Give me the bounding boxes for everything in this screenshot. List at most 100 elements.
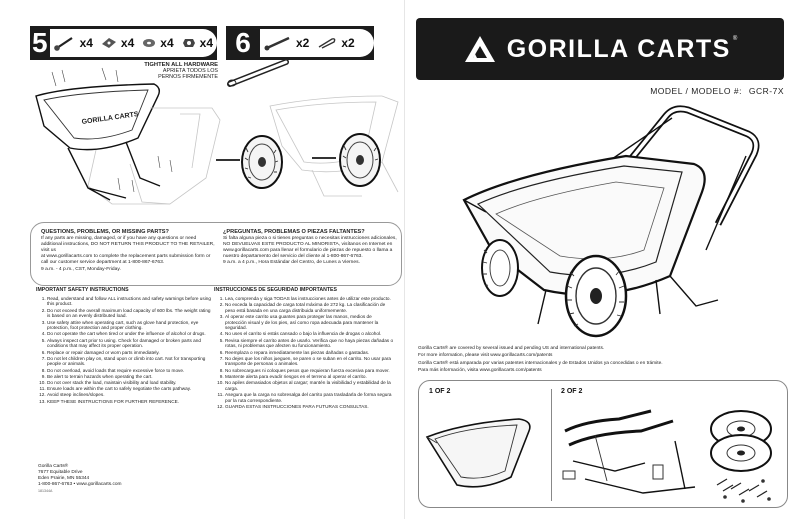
cart-product-illustration — [462, 105, 760, 338]
step-6-assembly-illustration — [216, 59, 399, 197]
note-spanish-line2: PERNOS FIRMEMENTE — [158, 74, 218, 81]
nut-qty: x4 — [199, 36, 213, 50]
wheel-illustration — [339, 133, 381, 187]
washer-square-icon — [101, 38, 116, 48]
note-english: TIGHTEN ALL HARDWARE — [144, 62, 218, 68]
safety-item: Lea, comprenda y siga TODAS las instrucc… — [225, 296, 394, 302]
step-5-banner: 5 x4 x4 x4 x4 — [30, 26, 217, 60]
box-2-label: 2 OF 2 — [561, 388, 583, 395]
washer-square-qty: x4 — [120, 36, 135, 50]
safety-item: Revisa siempre el carrito antes de usarl… — [225, 338, 394, 349]
brand-banner: GORILLA CARTS ® — [416, 18, 784, 80]
safety-item: No exceda la capacidad de carga total má… — [225, 302, 394, 313]
safety-instructions-spanish: INSTRUCCIONES DE SEGURIDAD IMPORTANTES L… — [214, 287, 394, 410]
questions-line: nuestro departamento del servicio del cl… — [223, 254, 363, 260]
questions-line: at www.gorillacarts.com to complete the … — [41, 254, 211, 260]
cotter-pin-qty: x2 — [341, 36, 355, 50]
questions-english: QUESTIONS, PROBLEMS, OR MISSING PARTS? I… — [41, 229, 221, 273]
safety-item: Read, understand and follow ALL instruct… — [47, 296, 214, 307]
step-number: 5 — [31, 27, 48, 58]
safety-item: Asegura que la carga no sobresalga del c… — [225, 392, 394, 403]
questions-line: 9 a.m. a 4 p.m., Hora Estándar del Centr… — [223, 260, 360, 266]
company-name: Gorilla Carts® — [38, 464, 69, 469]
bolt-icon — [53, 37, 73, 51]
step-5-assembly-illustration: GORILLA CARTS — [35, 67, 221, 205]
safety-title: IMPORTANT SAFETY INSTRUCTIONS — [36, 287, 129, 293]
axle-pin-icon — [264, 36, 290, 51]
cotter-pin-icon — [318, 38, 336, 49]
safety-item: Ensure loads are within the cart to safe… — [47, 386, 214, 392]
model-number: GCR-7X — [748, 86, 784, 96]
step-5-hardware-list: x4 x4 x4 x4 — [49, 29, 217, 57]
step-6-hardware-list: x2 x2 — [260, 29, 374, 57]
wheel-illustration — [241, 135, 283, 189]
patent-english-2: For more information, please visit www.g… — [418, 353, 553, 358]
safety-item: Do not exceed the overall maximum load c… — [47, 308, 214, 319]
safety-item: Mantente alerta para evadir riesgos en e… — [225, 374, 394, 380]
address-contact: 1-800-867-6763 • www.gorillacarts.com — [38, 482, 122, 487]
safety-item: KEEP THESE INSTRUCTIONS FOR FURTHER REFE… — [47, 399, 214, 405]
bolt-qty: x4 — [79, 36, 93, 50]
safety-item: GUARDA ESTAS INSTRUCCIONES PARA FUTURAS … — [225, 404, 394, 410]
questions-spanish: ¿PREGUNTAS, PROBLEMAS O PIEZAS FALTANTES… — [223, 229, 399, 267]
questions-line: 9 a.m. - 4 p.m., CST, Monday-Friday. — [41, 266, 121, 272]
safety-item: No apiles demasiados objetos al cargar; … — [225, 380, 394, 391]
questions-line: www.gorillacarts.com para llenar el form… — [223, 248, 393, 254]
questions-line: NO DEVUELVAS ESTE PRODUCTO AL MINORISTA,… — [223, 242, 393, 248]
brand-name: GORILLA CARTS — [506, 34, 731, 63]
address-street: 7677 Equitable Drive — [38, 470, 83, 475]
safety-item: No dejes que los niños jueguen, se paren… — [225, 356, 394, 367]
safety-item: Reemplaza o repara inmediatamente las pi… — [225, 350, 394, 356]
safety-item: Do not operate the cart when tired or un… — [47, 331, 214, 337]
document-code: 181344A — [38, 489, 53, 493]
safety-item: Always inspect cart prior to using. Chec… — [47, 338, 214, 349]
safety-item: Use safety attire when operating cart, s… — [47, 320, 214, 331]
questions-title: ¿PREGUNTAS, PROBLEMAS O PIEZAS FALTANTES… — [223, 229, 365, 235]
tighten-hardware-note: TIGHTEN ALL HARDWARE APRIETA TODOS LOS P… — [140, 62, 218, 81]
address-city: Eden Prairie, MN 55344 — [38, 476, 90, 481]
step-6-banner: 6 x2 x2 — [226, 26, 374, 60]
safety-title: INSTRUCCIONES DE SEGURIDAD IMPORTANTES — [214, 287, 337, 293]
gorilla-logo-icon — [464, 36, 495, 62]
axle-pin-qty: x2 — [296, 36, 310, 50]
page-fold-line — [404, 0, 405, 519]
patent-spanish-2: Para más información, visita www.gorilla… — [418, 368, 542, 373]
box-1-label: 1 OF 2 — [429, 388, 451, 395]
tub-logo-text: GORILLA CARTS — [81, 111, 139, 126]
safety-item: Replace or repair damaged or worn parts … — [47, 350, 214, 356]
brand-trademark: ® — [732, 36, 738, 42]
questions-line: Si falta alguna pieza o si tienes pregun… — [223, 236, 397, 242]
safety-item: Do not overload, avoid loads that requir… — [47, 368, 214, 374]
questions-title: QUESTIONS, PROBLEMS, OR MISSING PARTS? — [41, 229, 169, 235]
hardware-pile-icon — [716, 478, 771, 503]
patent-spanish-1: Gorilla Carts® está amparada por varias … — [418, 361, 663, 366]
questions-line: If any parts are missing, damaged, or if… — [41, 236, 197, 242]
safety-instructions-english: IMPORTANT SAFETY INSTRUCTIONS Read, unde… — [36, 287, 214, 405]
questions-line: call our customer service department at … — [41, 260, 165, 266]
safety-item: Avoid steep inclines/slopes. — [47, 392, 214, 398]
model-number-line: MODEL / MODELO #: GCR-7X — [600, 86, 784, 96]
rear-wheel — [481, 239, 519, 297]
front-wheel — [564, 254, 628, 338]
model-label: MODEL / MODELO #: — [650, 86, 742, 96]
parts-divider — [551, 389, 552, 501]
box-1-tub-illustration — [425, 418, 531, 488]
step-number: 6 — [235, 27, 251, 58]
nut-icon — [182, 39, 195, 47]
safety-item: Al operar este carrito usa guantes para … — [225, 314, 394, 331]
safety-item: No sobrecargues ni coloques pesos que re… — [225, 368, 394, 374]
safety-item: No uses el carrito si estás cansado o ba… — [225, 331, 394, 337]
box-2-parts-illustration — [562, 409, 772, 503]
safety-item: Do not let children play on, stand upon … — [47, 356, 214, 367]
washer-round-qty: x4 — [160, 36, 174, 50]
patent-english-1: Gorilla Carts® are covered by several is… — [418, 346, 605, 351]
washer-round-icon — [143, 39, 156, 47]
parts-contents-box: 1 OF 2 2 OF 2 — [418, 380, 788, 508]
insert-arrow-icons — [51, 67, 119, 87]
safety-item: Do not over stack the load, maintain vis… — [47, 380, 214, 386]
questions-box: QUESTIONS, PROBLEMS, OR MISSING PARTS? I… — [30, 222, 402, 286]
patent-notice: Gorilla Carts® are covered by several is… — [418, 346, 788, 375]
note-spanish-line1: APRIETA TODOS LOS — [162, 68, 218, 75]
safety-item: Be alert to terrain hazards when operati… — [47, 374, 214, 380]
questions-line: additional instructions, DO NOT RETURN T… — [41, 242, 215, 254]
